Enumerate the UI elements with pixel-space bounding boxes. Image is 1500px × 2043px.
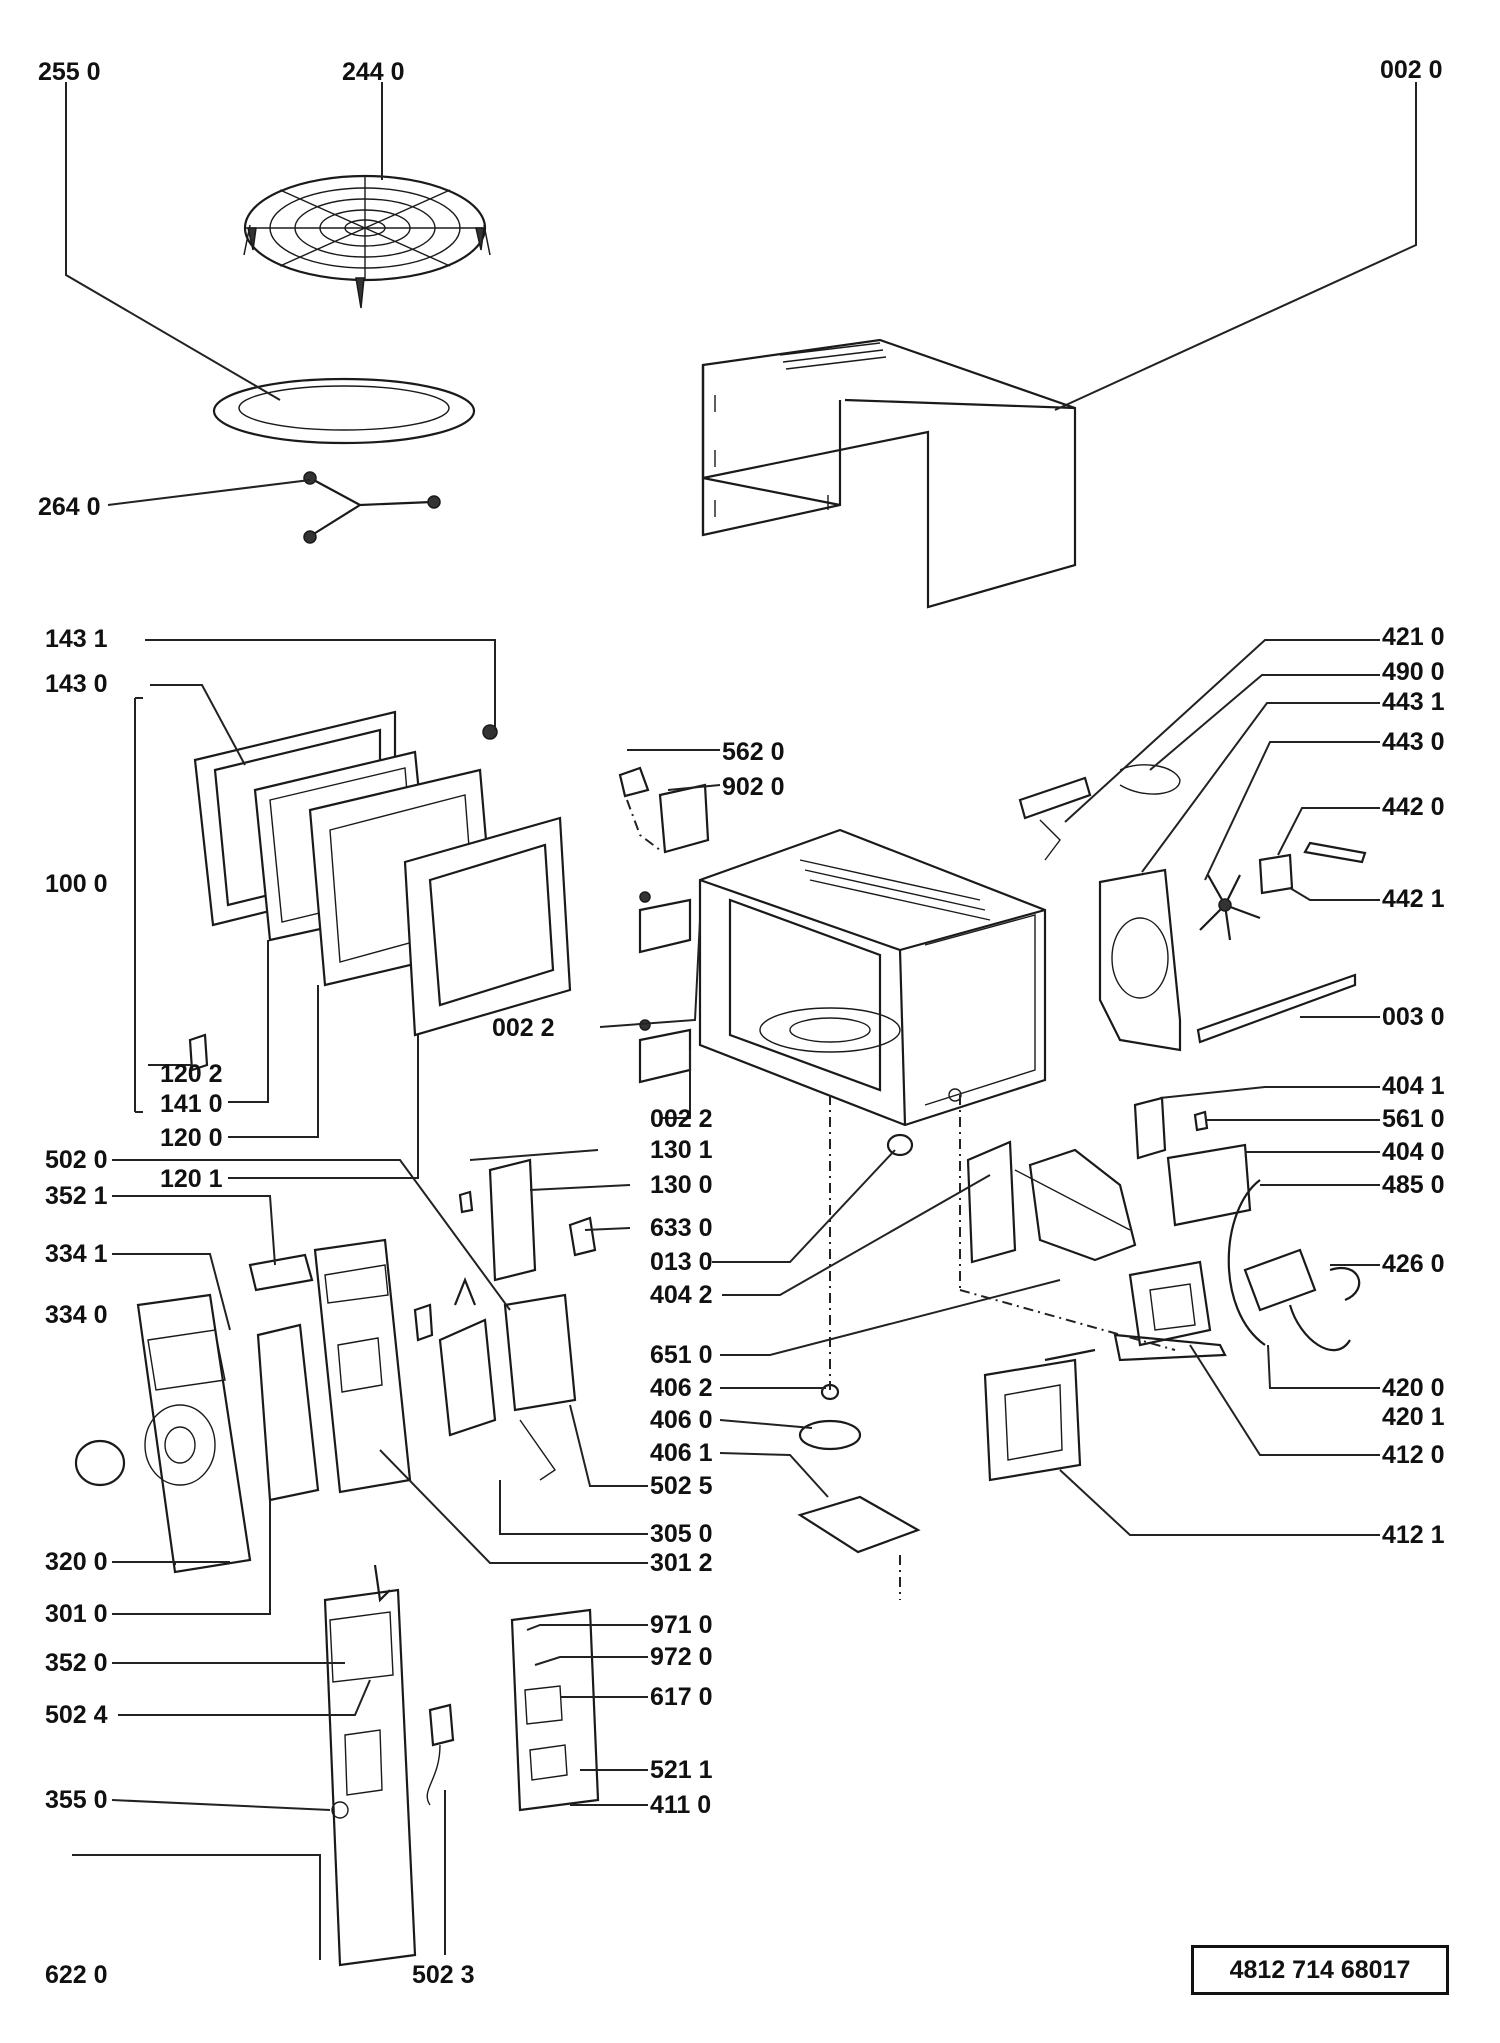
label-404-2: 404 2	[650, 1281, 713, 1309]
label-972-0: 972 0	[650, 1643, 713, 1671]
label-244-0: 244 0	[342, 58, 405, 86]
label-404-0: 404 0	[1382, 1138, 1445, 1166]
label-130-1: 130 1	[650, 1136, 713, 1164]
label-561-0: 561 0	[1382, 1105, 1445, 1133]
label-352-1: 352 1	[45, 1182, 108, 1210]
label-443-0: 443 0	[1382, 728, 1445, 756]
label-002-2-lower: 002 2	[650, 1105, 713, 1133]
label-562-0: 562 0	[722, 738, 785, 766]
label-141-0: 141 0	[160, 1090, 223, 1118]
mounting-brackets-drawing	[638, 891, 692, 1084]
label-301-0: 301 0	[45, 1600, 108, 1628]
label-412-1: 412 1	[1382, 1521, 1445, 1549]
transformer-drawing	[1113, 1260, 1227, 1362]
switch-holder-drawing	[458, 1158, 597, 1282]
display-board-drawing	[323, 1564, 600, 1967]
label-521-1: 521 1	[650, 1756, 713, 1784]
label-406-2: 406 2	[650, 1374, 713, 1402]
label-355-0: 355 0	[45, 1786, 108, 1814]
label-442-1: 442 1	[1382, 885, 1445, 913]
label-120-2: 120 2	[160, 1060, 223, 1088]
door-switch-parts-drawing	[618, 766, 710, 854]
label-411-0: 411 0	[650, 1791, 711, 1819]
grill-rack-drawing	[243, 174, 491, 309]
fan-housing-drawing	[1098, 841, 1367, 1052]
document-number: 4812 714 68017	[1229, 1955, 1411, 1984]
label-406-1: 406 1	[650, 1439, 713, 1467]
label-412-0: 412 0	[1382, 1441, 1445, 1469]
label-485-0: 485 0	[1382, 1171, 1445, 1199]
label-003-0: 003 0	[1382, 1003, 1445, 1031]
label-301-2: 301 2	[650, 1549, 713, 1577]
turntable-plate-drawing	[212, 377, 476, 445]
label-426-0: 426 0	[1382, 1250, 1445, 1278]
roller-support-drawing	[303, 471, 441, 544]
label-120-0: 120 0	[160, 1124, 223, 1152]
label-902-0: 902 0	[722, 773, 785, 801]
oven-cavity-drawing	[698, 828, 1047, 1127]
capacitor-drawing	[1018, 764, 1181, 861]
label-622-0: 622 0	[45, 1961, 108, 1989]
label-420-0: 420 0	[1382, 1374, 1445, 1402]
label-502-4: 502 4	[45, 1701, 108, 1729]
label-502-0: 502 0	[45, 1146, 108, 1174]
label-255-0: 255 0	[38, 58, 101, 86]
label-305-0: 305 0	[650, 1520, 713, 1548]
label-320-0: 320 0	[45, 1548, 108, 1576]
label-002-0: 002 0	[1380, 56, 1443, 84]
label-143-0: 143 0	[45, 670, 108, 698]
label-334-1: 334 1	[45, 1240, 108, 1268]
transformer-shield-drawing	[983, 1348, 1096, 1482]
label-100-0: 100 0	[45, 870, 108, 898]
transformer-area-parts-drawing	[1133, 1096, 1361, 1352]
control-panel-drawing	[74, 1238, 577, 1574]
label-442-0: 442 0	[1382, 793, 1445, 821]
label-143-1: 143 1	[45, 625, 108, 653]
outer-cabinet-drawing	[701, 338, 1077, 609]
label-420-1: 420 1	[1382, 1403, 1445, 1431]
label-120-1: 120 1	[160, 1165, 223, 1193]
label-490-0: 490 0	[1382, 658, 1445, 686]
chassis-frame-drawing	[966, 1140, 1137, 1264]
part-labels: 255 0 244 0 002 0 264 0 143 1 143 0 100 …	[38, 56, 1445, 1989]
label-352-0: 352 0	[45, 1649, 108, 1677]
label-617-0: 617 0	[650, 1683, 713, 1711]
label-013-0: 013 0	[650, 1248, 713, 1276]
label-633-0: 633 0	[650, 1214, 713, 1242]
label-264-0: 264 0	[38, 493, 101, 521]
label-404-1: 404 1	[1382, 1072, 1445, 1100]
label-002-2-upper: 002 2	[492, 1014, 555, 1042]
label-334-0: 334 0	[45, 1301, 108, 1329]
label-421-0: 421 0	[1382, 623, 1445, 651]
label-651-0: 651 0	[650, 1341, 713, 1369]
label-971-0: 971 0	[650, 1611, 713, 1639]
turntable-motor-drawing	[797, 1095, 1176, 1600]
label-502-5: 502 5	[650, 1472, 713, 1500]
label-130-0: 130 0	[650, 1171, 713, 1199]
label-502-3: 502 3	[412, 1961, 475, 1989]
leader-lines	[65, 82, 1417, 1960]
door-assembly-drawing	[188, 710, 572, 1072]
document-number-box: 4812 714 68017	[1191, 1945, 1449, 1995]
label-443-1: 443 1	[1382, 688, 1445, 716]
label-406-0: 406 0	[650, 1406, 713, 1434]
